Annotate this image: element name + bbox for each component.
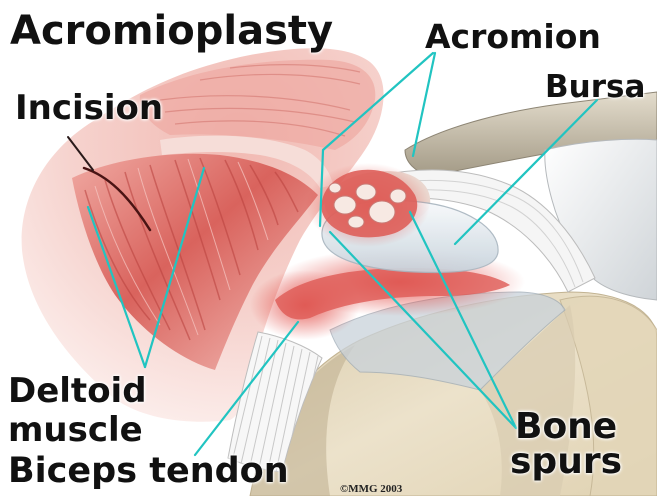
deltoid-muscle-label-line1: Deltoid [8,374,147,408]
biceps-tendon-label: Biceps tendon [8,454,289,489]
diagram-title: Acromioplasty [10,11,333,51]
bone-spurs-label-line2: spurs [510,444,622,480]
copyright-notice: ©MMG 2003 [340,484,402,495]
bone-spurs [306,163,430,247]
bone-spur [348,216,364,228]
bone-spur [390,189,406,203]
bone-spur [369,201,395,223]
bone-spur [334,196,356,214]
bursa-label: Bursa [545,72,645,103]
bone-spur [329,183,341,193]
incision-label: Incision [15,91,163,125]
bone-spurs-label-line1: Bone [515,409,617,445]
deltoid-muscle-label-line2: muscle [8,413,143,447]
acromion-label: Acromion [425,20,601,53]
bone-spur [356,184,376,200]
